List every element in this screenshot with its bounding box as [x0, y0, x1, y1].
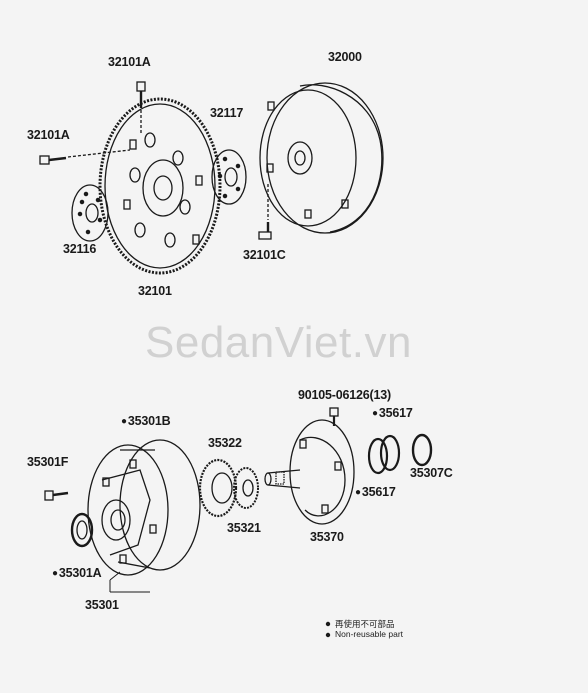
label-35617-top: 35617 — [372, 406, 413, 420]
legend-dot-1 — [325, 621, 331, 627]
label-32117: 32117 — [210, 106, 244, 120]
label-35321: 35321 — [227, 521, 261, 535]
seal-rings-35617 — [367, 434, 401, 475]
bolt-35301F — [44, 490, 69, 501]
gear-35322 — [198, 458, 238, 518]
label-35307C: 35307C — [410, 466, 453, 480]
plate-32117 — [211, 149, 247, 205]
bolt-90105 — [329, 407, 339, 426]
o-ring-35307C — [411, 433, 433, 467]
plate-32116 — [71, 184, 109, 242]
bolt-32101C — [258, 222, 272, 240]
label-90105: 90105-06126(13) — [298, 388, 391, 402]
oil-pump-body-35301 — [87, 439, 201, 576]
label-35370: 35370 — [310, 530, 344, 544]
label-35301F: 35301F — [27, 455, 69, 469]
bolt-32101A-left — [39, 149, 131, 165]
label-32000: 32000 — [328, 50, 362, 64]
label-32101A-left: 32101A — [27, 128, 70, 142]
label-35322: 35322 — [208, 436, 242, 450]
stator-shaft-35370 — [264, 419, 355, 525]
leader-lines — [109, 571, 150, 593]
gear-35321 — [233, 467, 259, 509]
label-32101A-top: 32101A — [108, 55, 151, 69]
legend-non-reusable-en: Non-reusable part — [335, 629, 404, 639]
legend-dot-2 — [325, 632, 331, 638]
torque-converter-32000 — [259, 82, 384, 234]
legend-non-reusable-jp: 再使用不可部品 — [335, 619, 395, 629]
label-32101C: 32101C — [243, 248, 286, 262]
watermark: SedanViet.vn — [145, 318, 412, 367]
bolt-32101A-top — [136, 81, 146, 135]
drive-plate-32101 — [98, 97, 222, 275]
label-35617-bottom: 35617 — [355, 485, 396, 499]
label-32116: 32116 — [63, 242, 97, 256]
oil-seal-35301A — [70, 512, 94, 548]
label-35301B: 35301B — [121, 414, 171, 428]
label-35301A: 35301A — [52, 566, 102, 580]
label-32101: 32101 — [138, 284, 172, 298]
label-35301: 35301 — [85, 598, 119, 612]
